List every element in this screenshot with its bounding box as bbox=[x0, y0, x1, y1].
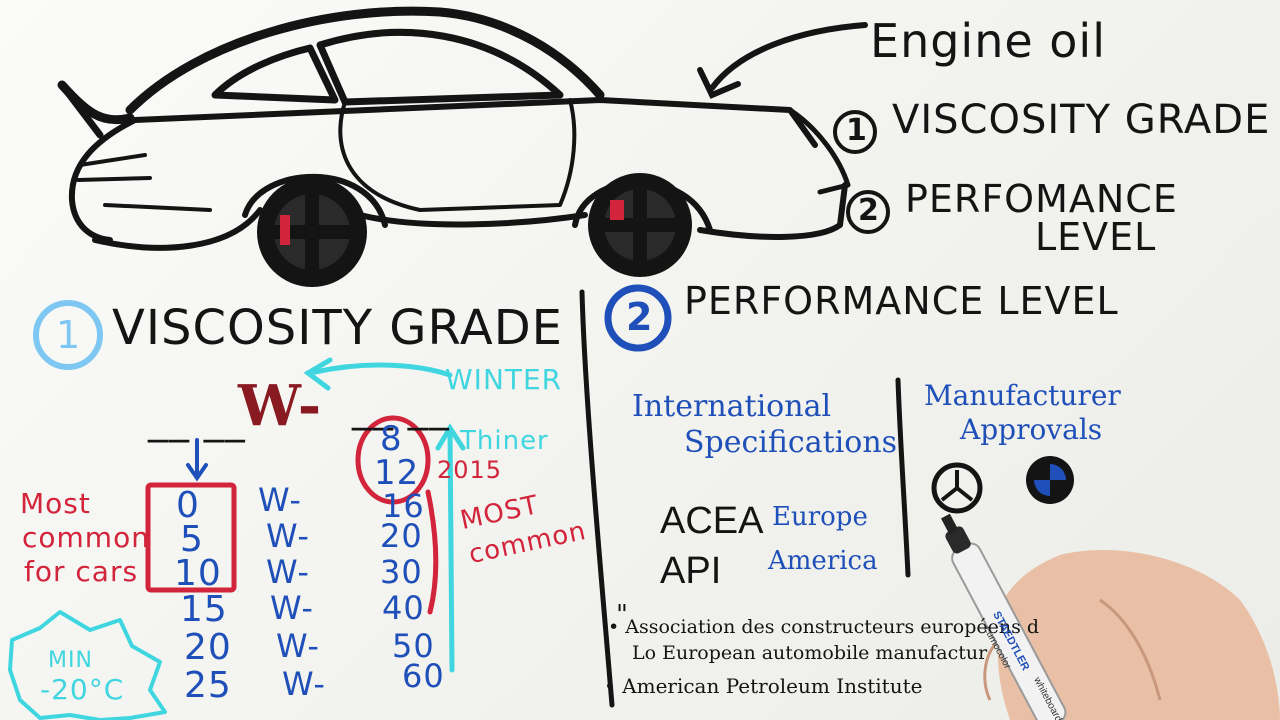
winter-label: WINTER bbox=[445, 363, 563, 396]
acea-label: ACEA bbox=[660, 500, 764, 542]
most-common-left-line3: for cars bbox=[24, 555, 139, 588]
summer-grade-row-3: 16 bbox=[382, 487, 425, 525]
note-acea-fr-text: Association des constructeurs européens … bbox=[625, 616, 1040, 638]
w-label-big: W- bbox=[238, 373, 322, 439]
international-spec-line2: Specifications bbox=[684, 425, 898, 460]
w-row-3: W- bbox=[258, 481, 302, 519]
top-item2-label-line2: LEVEL bbox=[1035, 215, 1157, 259]
note-acea-en: Lo European automobile manufactur bbox=[632, 642, 988, 664]
min-temp-line2: -20°C bbox=[40, 673, 125, 706]
winter-grade-row-3: 0 bbox=[176, 485, 200, 526]
winter-grade-row-7: 20 bbox=[184, 627, 232, 668]
w-row-7: W- bbox=[276, 627, 320, 665]
w-row-4: W- bbox=[266, 517, 310, 555]
most-common-left-line2: common bbox=[22, 521, 150, 554]
performance-number: 2 bbox=[626, 295, 654, 339]
manufacturer-approvals-line2: Approvals bbox=[960, 413, 1103, 446]
w-row-5: W- bbox=[266, 553, 310, 591]
manufacturer-approvals-line1: Manufacturer bbox=[924, 379, 1121, 412]
top-item2-number: 2 bbox=[858, 193, 880, 228]
note-quote-mark: " bbox=[616, 600, 628, 630]
rear-wheel bbox=[257, 177, 367, 287]
note-acea-fr: • Association des constructeurs européen… bbox=[608, 616, 1040, 638]
engine-oil-title: Engine oil bbox=[870, 14, 1106, 68]
top-item1-label: VISCOSITY GRADE bbox=[892, 97, 1271, 143]
top-item1-number: 1 bbox=[846, 113, 868, 148]
summer-grade-row-7: 50 bbox=[392, 627, 435, 665]
w-row-6: W- bbox=[270, 589, 314, 627]
summer-grade-row-4: 20 bbox=[380, 517, 423, 555]
blank-summer-grade: __ __ bbox=[352, 385, 450, 431]
summer-grade-row-6: 40 bbox=[382, 589, 425, 627]
winter-grade-row-5: 10 bbox=[174, 553, 222, 594]
mercedes-logo bbox=[931, 462, 983, 514]
summer-grade-row-2: 12 bbox=[374, 453, 420, 493]
thiner-label: Thiner bbox=[460, 426, 549, 456]
bmw-logo bbox=[1026, 456, 1074, 504]
winter-grade-row-4: 5 bbox=[180, 519, 204, 560]
top-item2-label-line1: PERFOMANCE bbox=[905, 177, 1178, 221]
api-label: API bbox=[660, 550, 722, 592]
international-spec-line1: International bbox=[632, 389, 832, 424]
viscosity-number: 1 bbox=[56, 313, 82, 357]
summer-grade-row-1: 8 bbox=[380, 419, 403, 459]
api-region: America bbox=[768, 546, 878, 576]
hand-holding-marker bbox=[940, 513, 1280, 720]
note-api-text: American Petroleum Institute bbox=[622, 674, 923, 698]
summer-grade-row-5: 30 bbox=[380, 553, 423, 591]
performance-heading: PERFORMANCE LEVEL bbox=[684, 279, 1119, 323]
viscosity-heading: VISCOSITY GRADE bbox=[112, 300, 564, 356]
w-row-8: W- bbox=[282, 665, 326, 703]
summer-grade-row-8: 60 bbox=[402, 657, 445, 695]
front-wheel bbox=[588, 173, 692, 277]
note-api: • American Petroleum Institute bbox=[604, 674, 923, 698]
winter-grade-row-8: 25 bbox=[184, 665, 232, 706]
min-temp-line1: MIN bbox=[48, 648, 93, 673]
winter-grade-row-6: 15 bbox=[180, 589, 228, 630]
blank-winter-grade: __ __ bbox=[148, 397, 246, 443]
acea-region: Europe bbox=[772, 502, 868, 532]
year-label: 2015 bbox=[437, 456, 503, 484]
most-common-left-line1: Most bbox=[20, 487, 91, 520]
